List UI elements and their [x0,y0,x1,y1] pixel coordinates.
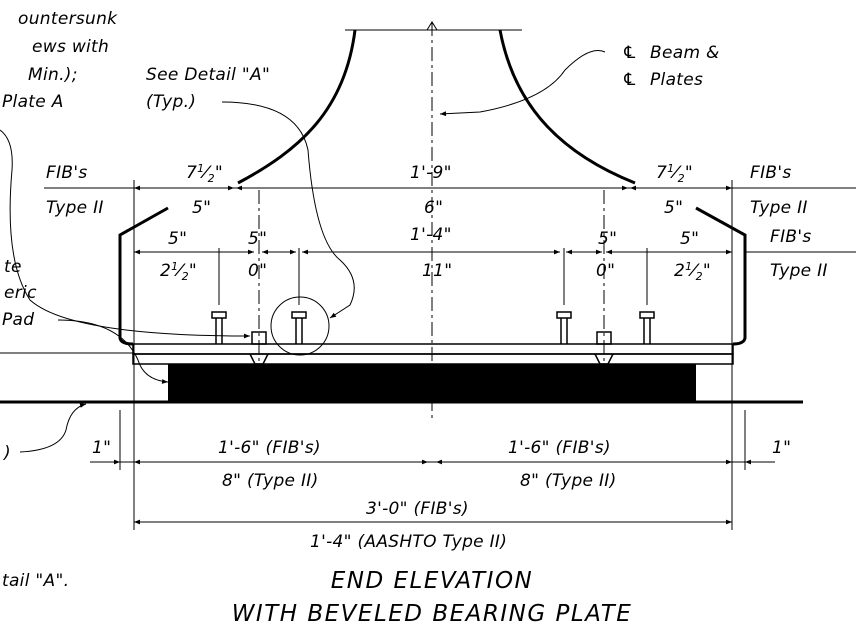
dim-right-fib: 1'-6" (FIB's) [508,438,611,458]
note-line: Plate A [2,92,64,112]
label-type2: Type II [46,198,104,218]
note-line: ews with [32,37,109,57]
dim-right-flange: 71⁄2" [656,162,693,185]
note-countersunk: ountersunk ews with Min.); Plate A [2,9,118,112]
dim-left-type2-bottom: 8" (Type II) [222,471,319,491]
anchor-studs [211,311,655,365]
dim-d: 5" [680,229,699,249]
stud [556,311,572,344]
dim-web-width: 1'-9" [410,163,452,183]
dim-mid-type2: 6" [424,198,443,218]
centerline-beam [426,21,438,420]
note-centerline: ℄ Beam & ℄ Plates [622,43,720,90]
elastomeric-pad [168,364,696,402]
title-line-1: END ELEVATION [331,568,534,594]
dimension-text: 71⁄2" 1'-9" 71⁄2" 5" 6" 5" 5" 5" 1'-4" 5… [92,162,791,552]
dim-left-type2: 5" [192,198,211,218]
note-line: eric [4,283,37,303]
note-pad: te eric Pad [2,257,37,330]
title-line-2: WITH BEVELED BEARING PLATE [232,601,633,627]
note-line: See Detail "A" [146,65,270,85]
note-paren: ) [2,443,11,463]
girder-bottom-flange [118,206,747,346]
stud [211,311,227,344]
dim-right-edge: 1" [772,438,791,458]
label-type2: Type II [770,261,828,281]
dim-a: 5" [168,229,187,249]
dim-b: 5" [248,229,267,249]
dim-d-type2: 21⁄2" [674,260,711,283]
note-line: Plates [650,70,703,90]
dim-total-fibs: 3'-0" (FIB's) [366,499,469,519]
leader-lines [0,50,606,453]
dim-a-type2: 21⁄2" [160,260,197,283]
dim-mid-fibs: 1'-4" [410,225,452,245]
dim-left-edge: 1" [92,438,111,458]
drawing-title: END ELEVATION WITH BEVELED BEARING PLATE [232,568,633,627]
footnote: tail "A". [2,571,69,591]
note-line: Beam & [650,43,720,63]
dim-total-aashto: 1'-4" (AASHTO Type II) [310,532,507,552]
dim-c: 5" [598,229,617,249]
stud [291,311,307,344]
note-detail-a: See Detail "A" (Typ.) [146,65,270,112]
label-fibs: FIB's [770,227,812,247]
detail-a-circle [270,296,330,356]
note-line: (Typ.) [146,92,196,112]
dimension-lines [44,180,856,530]
centerline-symbol: ℄ [622,70,638,90]
stud [639,311,655,344]
note-line: Pad [2,310,34,330]
label-fibs: FIB's [750,163,792,183]
centerline-symbol: ℄ [622,43,638,63]
dim-c-type2: 0" [596,261,615,281]
dim-b-type2: 0" [248,261,267,281]
dim-left-flange: 71⁄2" [186,162,223,185]
girder-type-labels: FIB's Type II FIB's Type II FIB's Type I… [46,163,828,281]
note-line: ountersunk [18,9,118,29]
label-fibs: FIB's [46,163,88,183]
label-type2: Type II [750,198,808,218]
note-line: te [4,257,22,277]
bearing-plates [0,343,734,365]
stud-centerlines [218,190,648,364]
dim-left-fib: 1'-6" (FIB's) [218,438,321,458]
dim-right-type2: 5" [664,198,683,218]
note-line: Min.); [28,65,78,85]
dim-mid-type2-row4: 11" [422,261,452,281]
dim-right-type2-bottom: 8" (Type II) [520,471,617,491]
girder-web [237,29,636,185]
